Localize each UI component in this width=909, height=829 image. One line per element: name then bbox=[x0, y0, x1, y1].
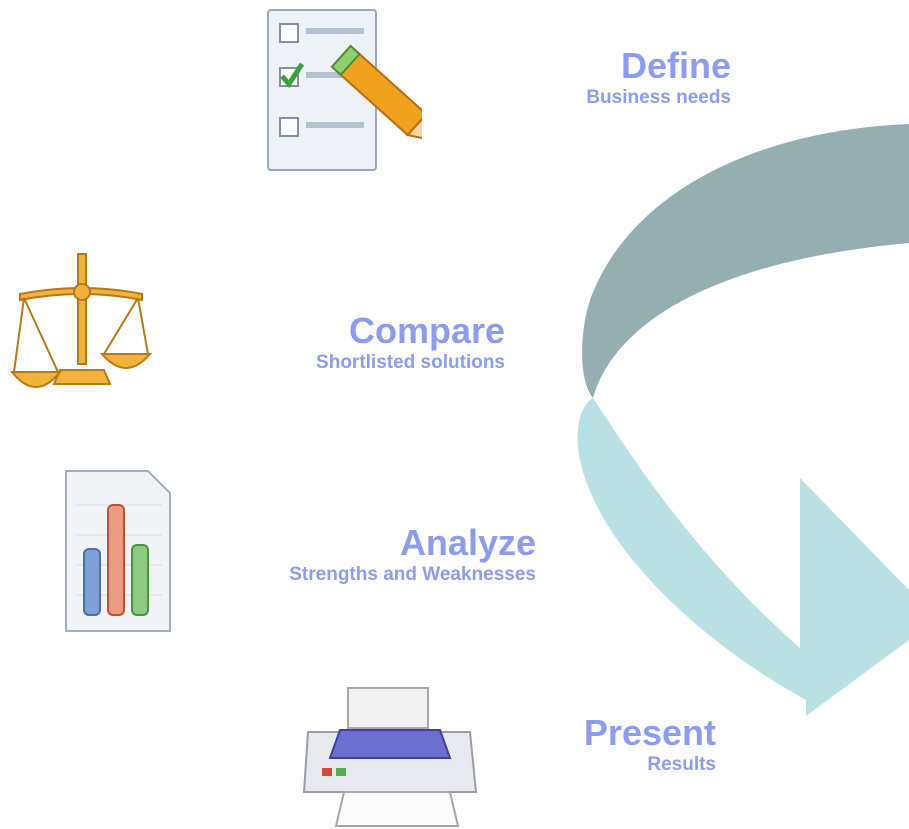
printer-icon bbox=[302, 687, 478, 827]
step-compare: Compare Shortlisted solutions bbox=[316, 311, 505, 375]
step-define: Define Business needs bbox=[586, 46, 731, 110]
step-title: Present bbox=[583, 712, 716, 753]
cycle-arrow-upper-band bbox=[582, 124, 909, 398]
step-analyze: Analyze Strengths and Weaknesses bbox=[289, 523, 536, 587]
step-present: Present Results bbox=[584, 713, 716, 777]
cycle-arrow-lower-band bbox=[577, 398, 909, 716]
step-subtitle: Strengths and Weaknesses bbox=[289, 564, 536, 585]
step-subtitle: Shortlisted solutions bbox=[316, 352, 505, 373]
cycle-arrow bbox=[577, 124, 909, 716]
step-subtitle: Results bbox=[647, 754, 716, 775]
checklist-icon bbox=[267, 9, 422, 171]
step-title: Compare bbox=[348, 310, 505, 351]
scales-icon bbox=[10, 253, 152, 388]
step-subtitle: Business needs bbox=[586, 87, 731, 108]
bar-chart-icon bbox=[65, 470, 171, 632]
step-title: Define bbox=[620, 45, 731, 86]
step-title: Analyze bbox=[399, 522, 536, 563]
